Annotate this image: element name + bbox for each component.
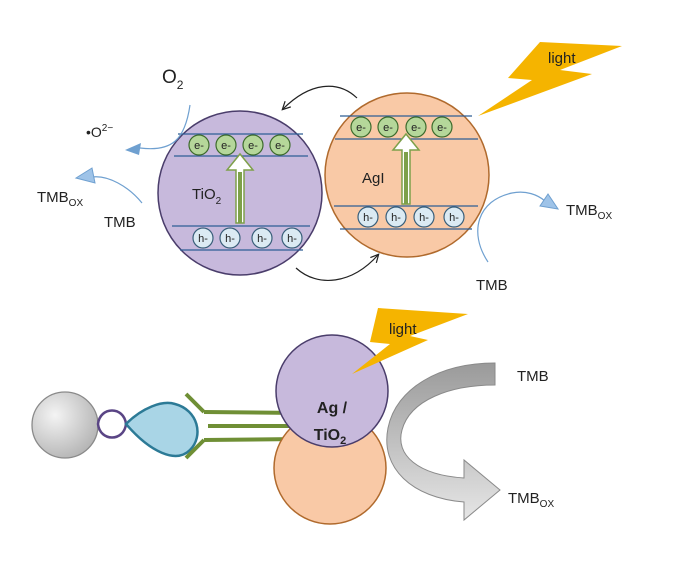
svg-text:h-: h- [419, 212, 429, 224]
tio2-hole-row: h- h- h- h- [192, 227, 303, 249]
svg-text:h-: h- [225, 233, 235, 245]
electron: e- [215, 134, 237, 156]
svg-text:h-: h- [287, 233, 297, 245]
agi-excitation-arrow [391, 132, 421, 205]
hole-transfer-arrow-bottom [295, 255, 378, 281]
ag-tio2-label-line1: Ag / [317, 400, 348, 417]
hole: h- [192, 227, 214, 249]
svg-text:h-: h- [257, 233, 267, 245]
svg-text:h-: h- [391, 212, 401, 224]
svg-text:e-: e- [221, 140, 231, 152]
electron: e- [242, 134, 264, 156]
svg-text:e-: e- [356, 122, 366, 134]
agi-electron-row: e- e- e- e- [350, 116, 453, 138]
tio2-label: TiO2 [192, 186, 222, 207]
lightning-bolt-top [478, 42, 622, 116]
electron: e- [188, 134, 210, 156]
light-label-top: light [548, 50, 576, 67]
electron: e- [405, 116, 427, 138]
svg-text:e-: e- [194, 140, 204, 152]
bead [31, 391, 99, 459]
lightning-bolt-bottom [352, 308, 468, 374]
tmb-label-left: TMB [104, 214, 136, 231]
svg-text:h-: h- [198, 233, 208, 245]
tmbox-label-right: TMBOX [566, 202, 612, 222]
svg-text:e-: e- [437, 122, 447, 134]
linker-loop [96, 409, 128, 439]
electron: e- [350, 116, 372, 138]
electron: e- [431, 116, 453, 138]
tmb-oxidation-curve-left [91, 176, 143, 204]
agi-label: AgI [362, 170, 385, 187]
svg-text:h-: h- [363, 212, 373, 224]
o2-reduction-curve [139, 104, 191, 150]
tmbox-label-left: TMBOX [37, 189, 83, 209]
tmb-oxidation-curve-right [477, 191, 546, 263]
ag-tio2-label-line2: TiO2 [314, 427, 347, 447]
hole: h- [413, 206, 435, 228]
superoxide-label: •O2− [86, 123, 113, 140]
antigen-droplet [124, 401, 199, 458]
hole: h- [251, 227, 273, 249]
hole: h- [443, 206, 465, 228]
svg-text:e-: e- [411, 122, 421, 134]
ag-tio2-sphere [275, 334, 389, 448]
electron: e- [269, 134, 291, 156]
svg-text:h-: h- [449, 212, 459, 224]
hole: h- [219, 227, 241, 249]
superoxide-arrowhead [125, 143, 141, 155]
tmb-label-bottom: TMB [517, 368, 549, 385]
hole: h- [385, 206, 407, 228]
agi-hole-row: h- h- h- h- [357, 206, 465, 228]
tmbox-label-bottom: TMBOX [508, 490, 554, 510]
light-label-bottom: light [389, 321, 417, 338]
electron: e- [377, 116, 399, 138]
hole: h- [357, 206, 379, 228]
tmbox-arrowhead-right [539, 193, 560, 210]
svg-text:e-: e- [248, 140, 258, 152]
o2-label: O2 [162, 67, 184, 92]
hole: h- [281, 227, 303, 249]
tio2-excitation-arrow [225, 152, 255, 224]
tmb-label-right: TMB [476, 277, 508, 294]
tmbox-arrowhead-left [74, 167, 96, 184]
svg-text:e-: e- [383, 122, 393, 134]
svg-text:e-: e- [275, 140, 285, 152]
tio2-electron-row: e- e- e- e- [188, 134, 291, 156]
tmb-conversion-arrow [386, 362, 501, 522]
electron-transfer-arrow-top [283, 85, 358, 109]
